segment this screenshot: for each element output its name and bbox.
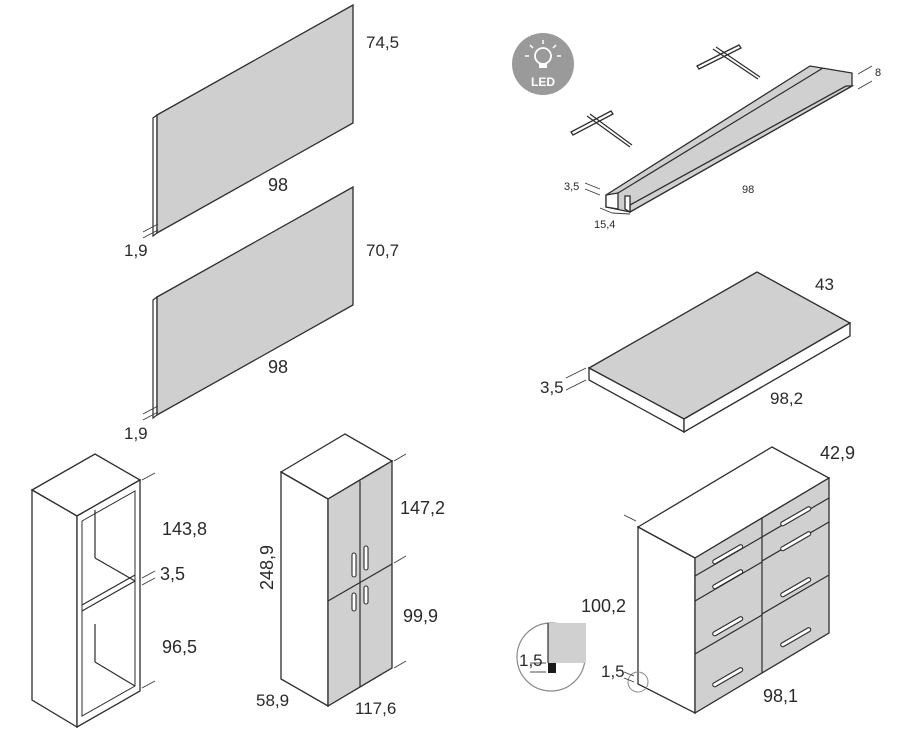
led-shelf [584, 65, 873, 215]
bracket-left [570, 110, 633, 148]
chest-handles [712, 506, 812, 688]
board-width: 98,2 [770, 389, 803, 408]
panel-upper-width: 98 [268, 175, 288, 195]
panel-upper-depth: 1,9 [124, 241, 148, 260]
wardrobe-upper-door-height: 147,2 [400, 498, 445, 518]
chest-width: 98,1 [763, 686, 798, 706]
wall-panel-lower [142, 185, 354, 421]
chest-of-drawers [623, 446, 831, 715]
tall-wardrobe [279, 433, 407, 708]
shelf-depth: 15,4 [594, 219, 615, 231]
open-unit-shelf-thickness: 3,5 [160, 564, 185, 584]
foot-zoom-height: 1,5 [519, 651, 543, 670]
shelf-front-lip: 3,5 [564, 181, 579, 193]
board-depth: 43 [815, 275, 834, 294]
led-icon: LED [512, 33, 574, 95]
shelf-height: 8 [875, 67, 881, 79]
foot-detail-zoom [516, 622, 586, 692]
wardrobe-depth: 58,9 [256, 691, 289, 710]
chest-height: 100,2 [581, 596, 626, 616]
bracket-right [696, 44, 761, 80]
chest-depth: 42,9 [820, 443, 855, 463]
panel-upper-height: 74,5 [366, 33, 399, 52]
open-unit-upper-height: 143,8 [162, 519, 207, 539]
panel-lower-height: 70,7 [366, 241, 399, 260]
wardrobe-lower-door-height: 99,9 [403, 606, 438, 626]
open-shelving-unit [30, 453, 156, 729]
wardrobe-total-height: 248,9 [257, 545, 277, 590]
panel-lower-depth: 1,9 [124, 424, 148, 443]
chest-foot-height: 1,5 [601, 662, 625, 681]
open-unit-lower-height: 96,5 [162, 637, 197, 657]
shelf-width: 98 [742, 184, 754, 196]
wardrobe-width: 117,6 [355, 699, 396, 718]
led-icon-label: LED [531, 75, 555, 89]
wall-panel-upper [142, 3, 354, 239]
panel-lower-width: 98 [268, 357, 288, 377]
top-board [565, 271, 852, 434]
board-thickness: 3,5 [540, 378, 564, 397]
